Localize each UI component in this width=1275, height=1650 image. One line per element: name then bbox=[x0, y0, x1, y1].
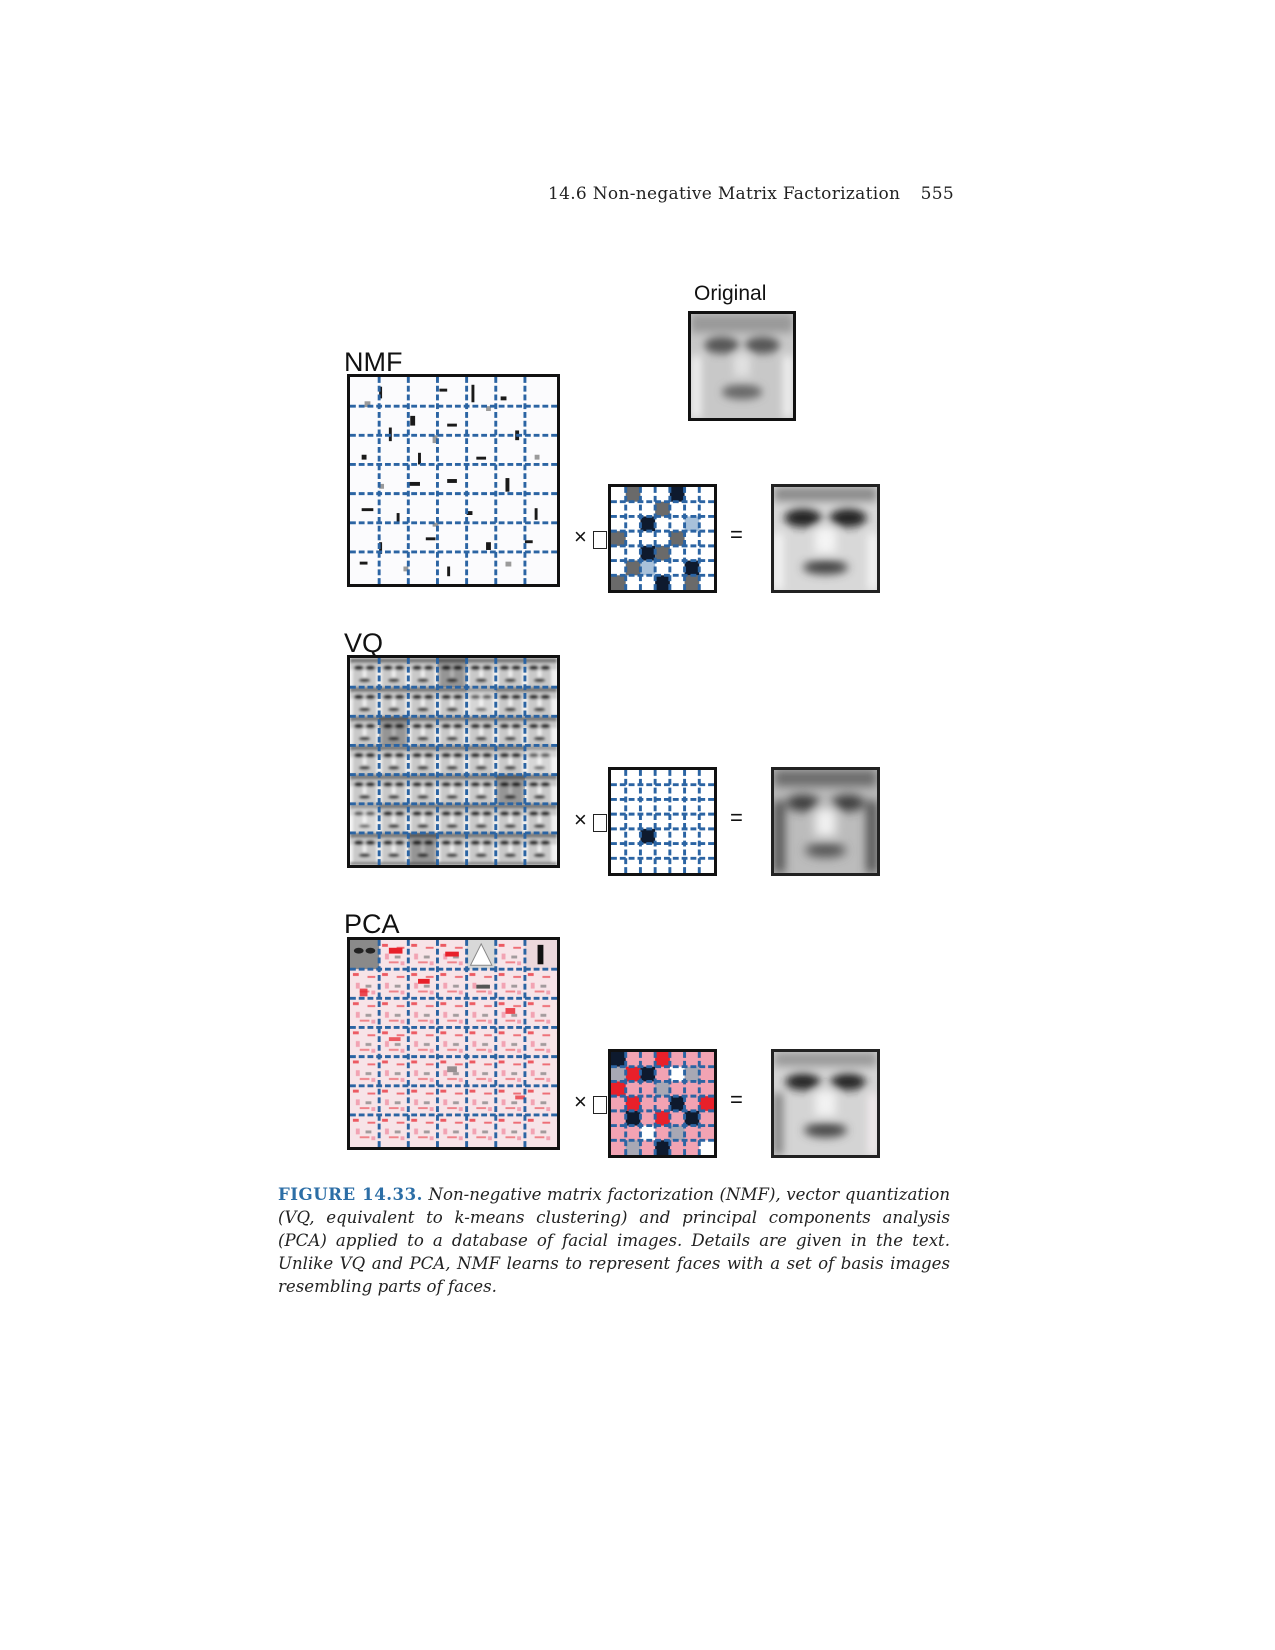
equals-operator-vq: = bbox=[730, 805, 743, 830]
times-vector-box-nmf bbox=[593, 531, 607, 549]
original-label: Original bbox=[694, 282, 767, 305]
panel-label-vq: VQ bbox=[344, 628, 384, 658]
nmf-basis-grid bbox=[347, 374, 560, 587]
caption-label: FIGURE 14.33. bbox=[278, 1184, 423, 1204]
running-head: 14.6 Non-negative Matrix Factorization 5… bbox=[520, 184, 954, 206]
equals-operator-nmf: = bbox=[730, 522, 743, 547]
vq-basis-grid bbox=[347, 655, 560, 868]
times-operator-nmf: × bbox=[574, 524, 587, 549]
original-face-image bbox=[688, 311, 796, 421]
vq-coefficient-grid bbox=[608, 767, 717, 876]
pca-reconstruction-image bbox=[771, 1049, 880, 1158]
panel-label-pca: PCA bbox=[344, 909, 400, 939]
pca-coefficient-grid bbox=[608, 1049, 717, 1158]
equals-operator-pca: = bbox=[730, 1087, 743, 1112]
nmf-coefficient-grid bbox=[608, 484, 717, 593]
times-operator-vq: × bbox=[574, 807, 587, 832]
nmf-reconstruction-image bbox=[771, 484, 880, 593]
times-vector-box-pca bbox=[593, 1096, 607, 1114]
figure-caption: FIGURE 14.33. Non-negative matrix factor… bbox=[278, 1183, 950, 1298]
caption-text: Non-negative matrix factorization (NMF),… bbox=[278, 1185, 951, 1296]
times-vector-box-vq bbox=[593, 814, 607, 832]
pca-basis-grid bbox=[347, 937, 560, 1150]
times-operator-pca: × bbox=[574, 1089, 587, 1114]
vq-reconstruction-image bbox=[771, 767, 880, 876]
panel-label-nmf: NMF bbox=[344, 347, 403, 377]
page-number: 555 bbox=[920, 184, 954, 204]
running-title: 14.6 Non-negative Matrix Factorization bbox=[548, 184, 901, 204]
